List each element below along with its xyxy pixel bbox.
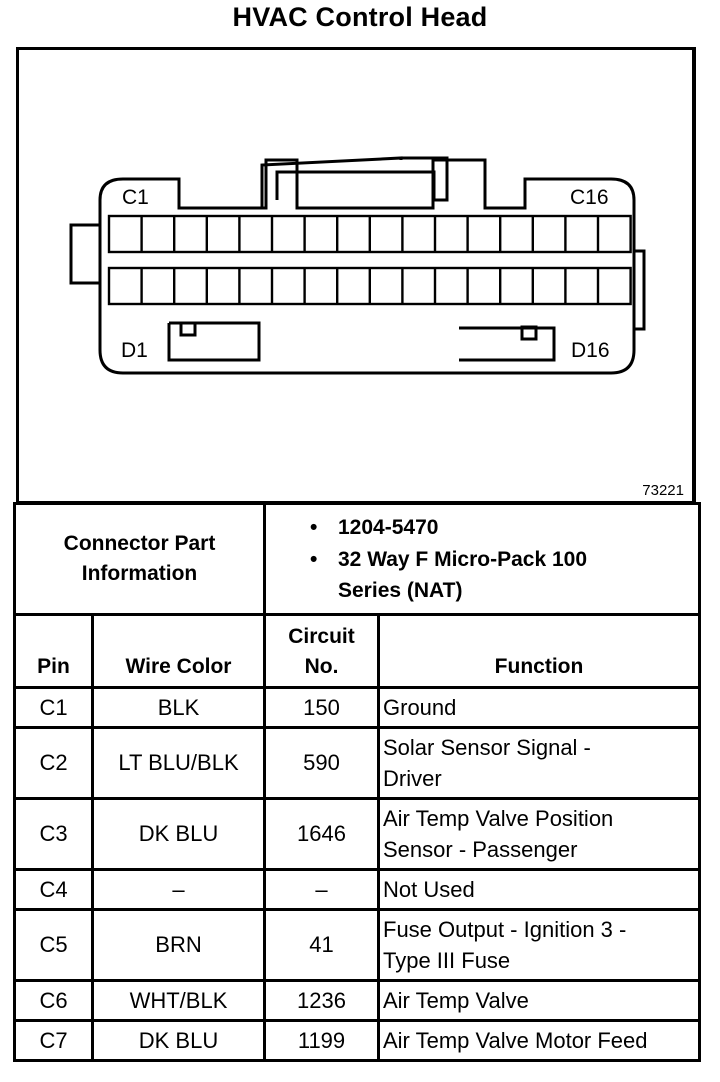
header-wire-color: Wire Color xyxy=(91,613,266,689)
header-pin: Pin xyxy=(13,613,94,689)
pin-label-d16: D16 xyxy=(571,339,610,362)
wire-color-cell: – xyxy=(91,868,266,911)
connector-type-line2: Series (NAT) xyxy=(338,578,463,602)
connector-outline xyxy=(98,158,636,375)
function-line2: Sensor - Passenger xyxy=(383,837,578,862)
function-cell: Air Temp Valve Motor Feed xyxy=(376,1019,702,1062)
wire-color-cell: DK BLU xyxy=(91,1019,266,1062)
function-line1: Not Used xyxy=(383,877,475,902)
function-line2: Type III Fuse xyxy=(383,948,511,973)
part-info-label: Connector Part Information xyxy=(13,502,266,616)
function-line2: Driver xyxy=(383,766,442,791)
circuit-cell: 590 xyxy=(263,726,380,800)
header-circuit-line2: No. xyxy=(304,655,339,678)
function-line1: Ground xyxy=(383,695,457,720)
pin-label-c16: C16 xyxy=(570,186,609,209)
pin-cell: C7 xyxy=(13,1019,94,1062)
function-line1: Air Temp Valve Position xyxy=(383,806,614,831)
part-info-values: 1204-5470 32 Way F Micro-Pack 100 Series… xyxy=(262,502,702,616)
wire-color-cell: WHT/BLK xyxy=(91,979,266,1022)
pin-cell: C2 xyxy=(13,726,94,800)
pin-cell: C6 xyxy=(13,979,94,1022)
pin-cell: C3 xyxy=(13,797,94,871)
connector-diagram: C1 C16 D1 D16 xyxy=(69,156,646,375)
wire-color-cell: LT BLU/BLK xyxy=(91,726,266,800)
circuit-cell: 41 xyxy=(263,908,380,982)
header-circuit: Circuit No. xyxy=(263,613,380,689)
part-number: 1204-5470 xyxy=(338,515,439,539)
circuit-cell: 1236 xyxy=(263,979,380,1022)
function-line1: Fuse Output - Ignition 3 - xyxy=(383,917,627,942)
wire-color-cell: DK BLU xyxy=(91,797,266,871)
wire-color-cell: BRN xyxy=(91,908,266,982)
pin-label-c1: C1 xyxy=(122,186,149,209)
connector-type-line1: 32 Way F Micro-Pack 100 xyxy=(338,547,588,571)
part-info-row: Connector Part Information 1204-5470 32 … xyxy=(13,502,702,616)
connector-latch xyxy=(260,156,449,208)
bottom-right-latch xyxy=(459,326,556,362)
part-info-label-line2: Information xyxy=(81,562,198,585)
circuit-cell: 150 xyxy=(263,686,380,729)
bottom-left-latch xyxy=(167,321,261,362)
connector-pinout-table: Connector Part Information 1204-5470 32 … xyxy=(13,502,702,1062)
connector-type-item: 32 Way F Micro-Pack 100 Series (NAT) xyxy=(310,544,698,606)
bottom-right-key xyxy=(520,325,538,341)
right-side-tab xyxy=(634,249,646,331)
figure-id: 73221 xyxy=(642,482,684,499)
header-circuit-line1: Circuit xyxy=(288,625,355,648)
pin-cell: C1 xyxy=(13,686,94,729)
function-line1: Solar Sensor Signal - xyxy=(383,735,591,760)
pin-cell: C4 xyxy=(13,868,94,911)
function-cell: Not Used xyxy=(376,868,702,911)
part-info-label-line1: Connector Part xyxy=(63,532,216,555)
function-cell: Air Temp Valve xyxy=(376,979,702,1022)
left-side-tab xyxy=(69,223,100,285)
table-row: C4––Not Used xyxy=(13,868,702,911)
function-line1: Air Temp Valve Motor Feed xyxy=(383,1028,648,1053)
circuit-cell: – xyxy=(263,868,380,911)
connector-diagram-panel: C1 C16 D1 D16 73221 xyxy=(16,47,696,504)
pin-label-d1: D1 xyxy=(121,339,148,362)
wire-color-cell: BLK xyxy=(91,686,266,729)
function-cell: Solar Sensor Signal - Driver xyxy=(376,726,702,800)
pin-cell: C5 xyxy=(13,908,94,982)
function-line1: Air Temp Valve xyxy=(383,988,529,1013)
function-cell: Fuse Output - Ignition 3 - Type III Fuse xyxy=(376,908,702,982)
page-title: HVAC Control Head xyxy=(232,2,488,32)
header-function: Function xyxy=(376,613,702,689)
function-cell: Ground xyxy=(376,686,702,729)
bottom-left-key xyxy=(179,321,197,337)
part-number-item: 1204-5470 xyxy=(310,512,698,543)
circuit-cell: 1646 xyxy=(263,797,380,871)
header-row: Pin Wire Color Circuit No. Function xyxy=(13,613,702,689)
circuit-cell: 1199 xyxy=(263,1019,380,1062)
